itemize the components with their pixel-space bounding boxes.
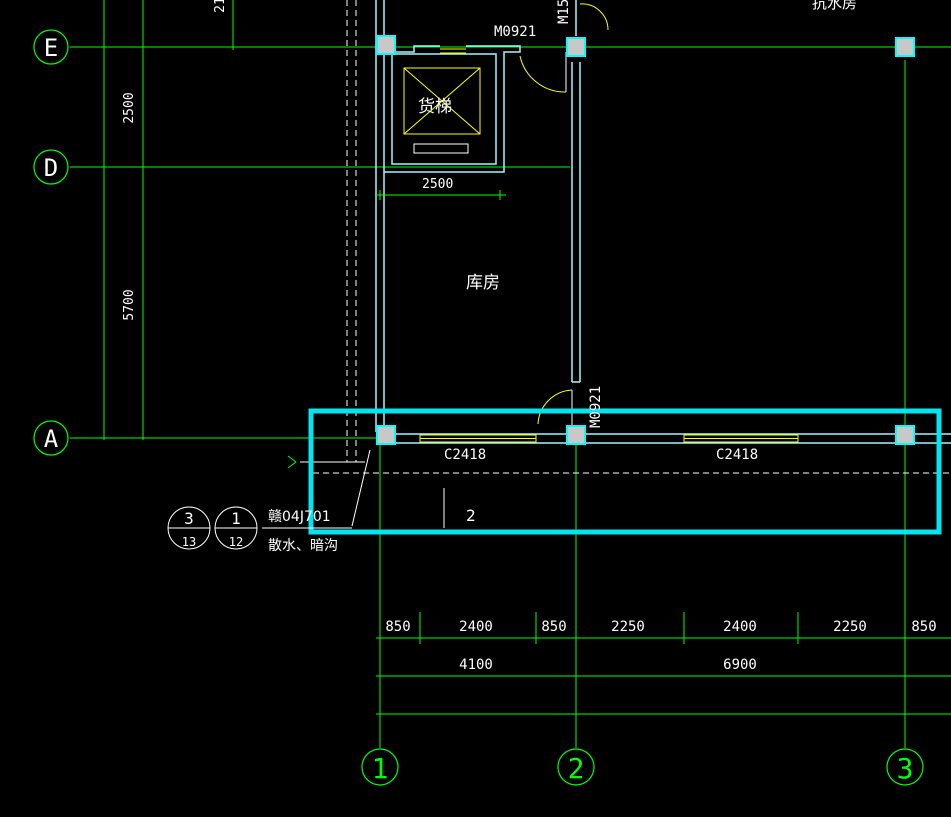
outline-break-mark: [287, 455, 297, 469]
doors: [519, 3, 609, 430]
axis-bubble-2[interactable]: [557, 748, 595, 786]
dim-row1-4: 2400: [723, 619, 757, 635]
axis-label-1: 1: [372, 752, 389, 785]
door-label-m0921: M0921: [588, 386, 604, 428]
svg-text:3: 3: [184, 509, 194, 528]
dim-row1-1: 2400: [459, 619, 493, 635]
dims-row1: 850 2400 850 2250 2400 2250 850: [385, 619, 936, 635]
axis-bubble-e[interactable]: [33, 29, 69, 65]
section-mark: 2: [466, 506, 476, 525]
walls: [375, 0, 951, 444]
axis-bubbles: [33, 29, 924, 786]
elevator-dim-line: [376, 190, 506, 200]
misc-marks: [351, 449, 445, 528]
axis-label-3: 3: [897, 752, 914, 785]
dim-text-elevator-width: 2500: [422, 177, 453, 192]
column-e2[interactable]: [566, 37, 586, 57]
detail-ref-bubbles: [167, 506, 352, 550]
dim-text-21: 21: [213, 0, 228, 13]
svg-text:13: 13: [182, 535, 196, 549]
axis-bubble-a[interactable]: [33, 420, 69, 456]
dim-text-2500: 2500: [122, 92, 137, 123]
bottom-dimension-lines: [376, 612, 951, 715]
axis-label-2: 2: [568, 752, 585, 785]
dim-row1-2: 850: [541, 619, 566, 635]
detail-note-line2: 散水、暗沟: [268, 538, 338, 554]
room-label-top-right: 抗水房: [812, 0, 857, 12]
axis-bubble-3[interactable]: [886, 748, 924, 786]
column-e1[interactable]: [376, 35, 396, 55]
dim-row1-3: 2250: [611, 619, 645, 635]
dims-row2: 4100 6900: [459, 657, 757, 673]
elevator-symbol: [403, 48, 481, 154]
column-e3[interactable]: [895, 37, 915, 57]
dim-text-5700: 5700: [122, 289, 137, 320]
grid-lines: [70, 46, 951, 748]
dim-row1-6: 850: [911, 619, 936, 635]
svg-text:1: 1: [231, 509, 241, 528]
dim-row1-0: 850: [385, 619, 410, 635]
left-dim-texts: 21 2500 5700: [122, 0, 228, 321]
detail-ref-texts: 3 13 1 12: [182, 509, 243, 549]
column-a2[interactable]: [566, 425, 586, 445]
axis-label-a: A: [44, 425, 59, 453]
dim-row2-0: 4100: [459, 657, 493, 673]
axis-labels: E D A: [44, 34, 59, 453]
windows: [419, 434, 799, 443]
svg-text:12: 12: [229, 535, 243, 549]
window-label-left: C2418: [444, 447, 486, 463]
col-labels: 1 2 3: [372, 752, 914, 785]
columns: [376, 35, 915, 445]
outline-dashed: [313, 0, 951, 474]
room-label-storage: 库房: [466, 273, 500, 293]
axis-label-e: E: [44, 34, 58, 62]
room-label-freight-elevator: 货梯: [418, 97, 452, 117]
dim-row2-1: 6900: [723, 657, 757, 673]
column-a1[interactable]: [376, 425, 396, 445]
door-label-m0921-top: M0921: [494, 24, 536, 40]
axis-bubble-d[interactable]: [33, 149, 69, 185]
column-a3[interactable]: [895, 425, 915, 445]
selection-highlight-box[interactable]: [308, 408, 942, 535]
axis-bubble-1[interactable]: [361, 748, 399, 786]
door-label-m15: M15: [556, 0, 572, 24]
dim-row1-5: 2250: [833, 619, 867, 635]
axis-label-d: D: [44, 154, 58, 182]
window-label-right: C2418: [716, 447, 758, 463]
detail-note-line1: 赣04J701: [268, 509, 331, 525]
left-dimension-lines: [98, 0, 234, 440]
